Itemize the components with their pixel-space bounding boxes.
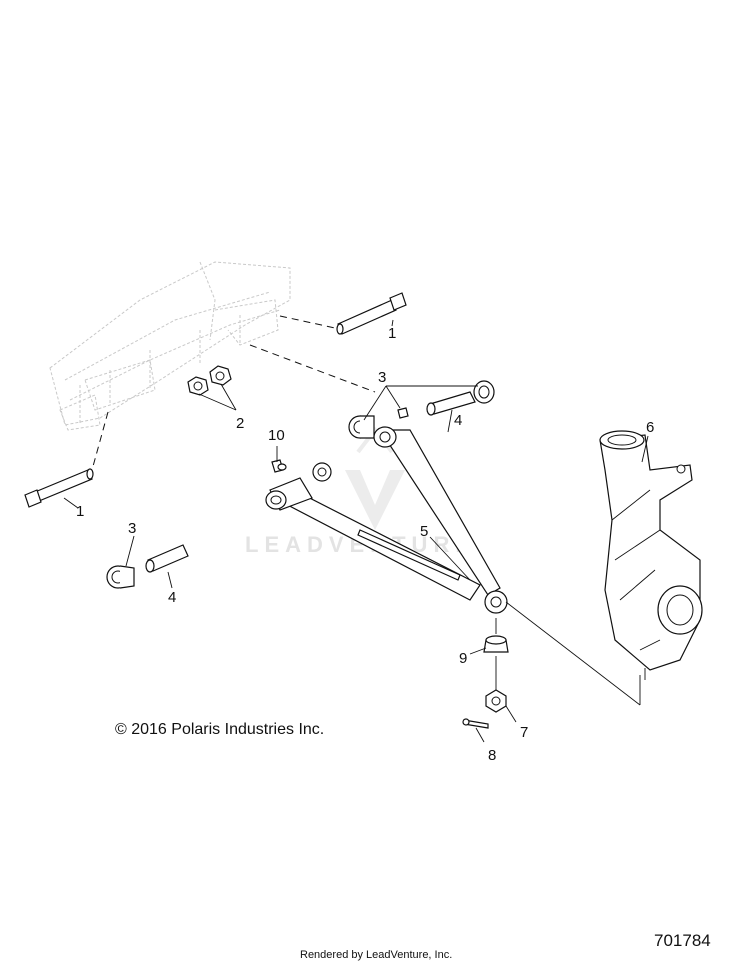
callout-leaders xyxy=(63,319,649,743)
alignment-line-lower xyxy=(91,411,109,471)
nuts-2 xyxy=(187,365,232,396)
callout-1-lower: 1 xyxy=(76,503,84,520)
callout-4-lower: 4 xyxy=(168,589,176,606)
bolt-upper xyxy=(336,292,407,335)
callout-4-upper: 4 xyxy=(454,412,462,429)
sleeve-lower xyxy=(145,544,189,573)
frame-outline xyxy=(49,261,291,431)
grease-fitting-10 xyxy=(271,459,287,473)
callout-5: 5 xyxy=(420,523,428,540)
callout-10: 10 xyxy=(268,427,285,444)
alignment-line-middle xyxy=(249,344,376,393)
spindle-knuckle xyxy=(599,430,703,680)
bushing-arm-front xyxy=(312,462,332,482)
callout-6: 6 xyxy=(646,419,654,436)
sleeve-upper xyxy=(426,391,476,416)
callout-3-lower: 3 xyxy=(128,520,136,537)
grease-fitting-upper xyxy=(397,407,409,419)
alignment-line-upper xyxy=(279,315,336,329)
copyright-text: © 2016 Polaris Industries Inc. xyxy=(115,721,324,738)
callout-3-upper: 3 xyxy=(378,369,386,386)
bushing-upper-right xyxy=(473,380,495,404)
diagram-id: 701784 xyxy=(654,931,711,950)
bolt-lower xyxy=(24,468,94,508)
a-arm xyxy=(265,426,508,614)
callout-8: 8 xyxy=(488,747,496,764)
bushing-lower-left xyxy=(106,565,135,589)
callout-1-upper: 1 xyxy=(388,325,396,342)
cotter-pin xyxy=(462,718,489,729)
callout-9: 9 xyxy=(459,650,467,667)
castle-nut xyxy=(485,689,507,713)
rendered-by-text: Rendered by LeadVenture, Inc. xyxy=(300,949,452,961)
callout-7: 7 xyxy=(520,724,528,741)
watermark-logo: LEADVENTURE xyxy=(245,426,470,557)
bushing-mid xyxy=(348,415,375,439)
ball-joint-cap xyxy=(483,635,509,653)
callout-2: 2 xyxy=(236,415,244,432)
